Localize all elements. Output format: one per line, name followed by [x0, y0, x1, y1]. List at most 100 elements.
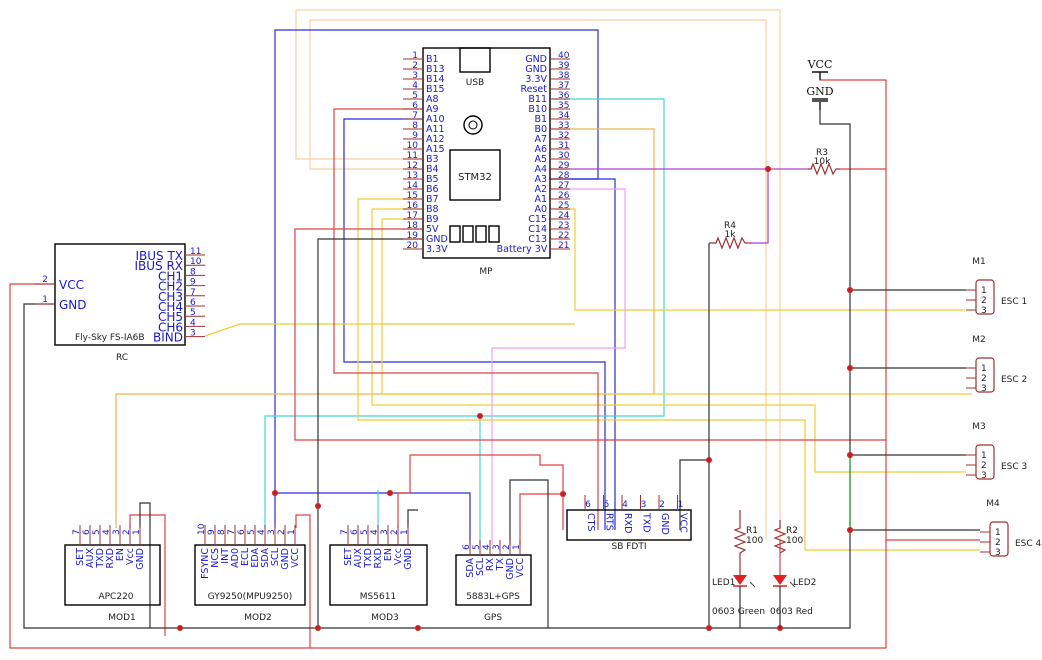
mp-pin-label: A12 [426, 134, 445, 145]
junction-dot [560, 491, 566, 497]
resistor-r1: R1 100 [733, 510, 763, 575]
mp-pin-label: B6 [426, 184, 439, 195]
junction-dot [847, 452, 853, 458]
esc-pin-num: 1 [995, 528, 1001, 538]
mod2-pin-num: 9 [207, 529, 217, 535]
mp-pin-num: 14 [407, 181, 419, 191]
mod3-pin-label: SET [343, 548, 354, 566]
wire-black-fdti [679, 459, 709, 530]
mp-pin-num: 39 [558, 61, 570, 71]
mp-pin-num: 13 [407, 171, 418, 181]
led1-desc: 0603 Green [712, 607, 765, 617]
esc-ref: M3 [972, 422, 986, 432]
mod1-pin-label: EN [115, 548, 126, 561]
mp-pin-num: 21 [558, 241, 569, 251]
mod2-pin-label: NCS [210, 548, 221, 568]
mp-pin-num: 38 [558, 71, 570, 81]
mp-pin-num: 24 [558, 211, 570, 221]
fdti-pin-num: 2 [659, 500, 665, 510]
esc-pin-num: 1 [981, 286, 987, 296]
mod2-gy9250: GY9250(MPU9250) MOD2 10FSYNC9NCS8INT7AD0… [194, 523, 306, 623]
wire-red-a9 [333, 108, 599, 530]
led1: LED1 0603 Green [712, 575, 765, 628]
mp-pin-label: A8 [426, 94, 439, 105]
mod3-pin-num: 2 [390, 529, 400, 535]
mp-pin-num: 33 [558, 121, 569, 131]
junction-dot [272, 490, 278, 496]
mp-pin-num: 9 [412, 131, 418, 141]
wire-black-gps [509, 479, 549, 628]
wire-red-mod2 [295, 514, 311, 648]
mp-pin-num: 31 [558, 141, 569, 151]
fdti-ref: SB FDTI [611, 542, 646, 552]
mp-pin-num: 20 [407, 241, 419, 251]
esc-connector-box [975, 357, 995, 393]
mp-pin-label: Reset [520, 84, 547, 95]
rc-pin-label: CH2 [158, 280, 183, 294]
mp-pin-num: 22 [558, 231, 569, 241]
rc-pin-label: CH4 [158, 300, 183, 314]
junction-dot [706, 625, 712, 631]
gps-pin-label: SCL [475, 557, 486, 576]
mod2-pin-label: ECL [240, 547, 251, 566]
resistor-r2: R2 100 [773, 520, 803, 554]
mod3-ref: MOD3 [371, 613, 399, 623]
fdti-pin-num: 6 [585, 500, 591, 510]
mp-pin-num: 40 [558, 51, 570, 61]
vcc-label: VCC [807, 58, 833, 71]
mp-pin-num: 3 [412, 71, 418, 81]
gps-pin-num: 2 [502, 544, 512, 550]
wire-purple-r4 [752, 169, 769, 244]
junction-dot [765, 166, 771, 172]
mp-pin-num: 25 [558, 201, 569, 211]
mod2-pin-num: 4 [257, 529, 267, 535]
wire-peach-b3 [295, 9, 781, 540]
rc-pin-num: 4 [190, 318, 196, 328]
mp-pin-label: B0 [534, 124, 547, 135]
junction-dot [315, 503, 321, 509]
mp-pin-num: 16 [407, 201, 419, 211]
esc-pin-num: 2 [995, 538, 1001, 548]
mod3-pin-num: 1 [400, 529, 410, 535]
wire-yellow-b8 [371, 208, 966, 473]
mp-pin-num: 30 [558, 151, 570, 161]
mod2-pin-num: 10 [197, 523, 207, 535]
mod2-pin-label: INT [220, 548, 231, 564]
gps-pin-label: TX [495, 558, 506, 572]
wire-black-gnd-mp [317, 238, 423, 628]
r2-value: 100 [786, 536, 803, 546]
wire-black-mod3 [407, 509, 418, 528]
rc-pin-num: 3 [190, 329, 196, 339]
rc-pin-label: CH6 [158, 320, 183, 334]
mp-pin-label: A5 [534, 154, 547, 165]
gps-ref: GPS [484, 613, 502, 623]
fdti-pin-label: TXD [641, 512, 652, 533]
mod2-pin-num: 5 [247, 529, 257, 535]
mod1-pin-label: SET [75, 548, 86, 566]
wire-yellow-b9 [381, 218, 972, 395]
fdti-pin-label: GND [659, 513, 670, 535]
mp-pin-num: 2 [412, 61, 418, 71]
stm32-title: STM32 [458, 172, 492, 183]
mp-pin-label: B13 [426, 64, 445, 75]
gps-pin-num: 1 [512, 544, 522, 550]
junction-dot [847, 287, 853, 293]
rc-ref: RC [116, 353, 128, 363]
mp-pin-num: 32 [558, 131, 569, 141]
junction-dot [415, 625, 421, 631]
mod3-pin-num: 6 [350, 529, 360, 535]
fdti-pin-label: RTS [604, 513, 615, 531]
mp-pin-label: B1 [534, 114, 547, 125]
fdti-pin-num: 3 [641, 500, 647, 510]
gps-title: 5883L+GPS [466, 592, 520, 602]
mp-pin-label: B4 [426, 164, 439, 175]
junction-dot [706, 457, 712, 463]
junction-dot [847, 365, 853, 371]
esc-pin-num: 1 [981, 451, 987, 461]
led1-ref: LED1 [712, 578, 735, 588]
wire-red-gps [519, 493, 563, 545]
esc-pin-num: 2 [981, 374, 987, 384]
rc-pin-num: 7 [190, 288, 196, 298]
